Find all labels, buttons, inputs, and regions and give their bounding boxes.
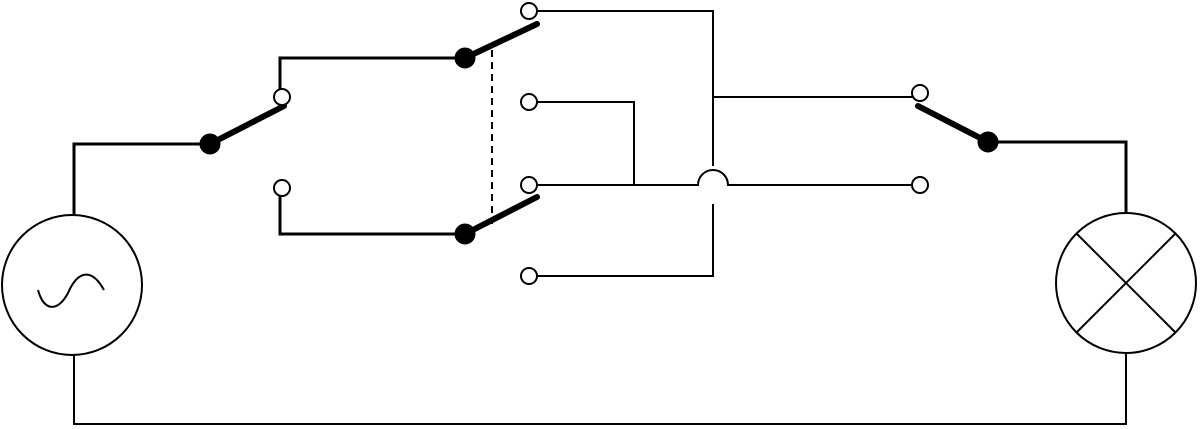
switch-3-lever: [915, 103, 991, 145]
wire-switch-3-to-lamp: [988, 140, 1128, 214]
lamp-cross-icon: [1075, 232, 1177, 334]
wire-s2-1a-to-junction: [536, 10, 714, 166]
switch-1-contact-upper: [273, 88, 291, 106]
switch-2: [454, 2, 540, 285]
wire-s2-1b-to-2a: [536, 101, 635, 186]
switch-2-contact-2a: [520, 176, 538, 194]
switch-2-pivot-2: [454, 223, 476, 245]
switch-1-contact-lower: [273, 179, 291, 197]
wire-s1-lower-to-s2-pole-2: [278, 196, 465, 236]
switch-1-pivot: [199, 133, 221, 155]
switch-2-lever-1: [462, 21, 540, 61]
switch-2-contact-2b: [520, 267, 538, 285]
return-wire: [73, 351, 1127, 425]
switch-2-contact-1a: [520, 2, 538, 20]
wire-source-to-switch-1: [72, 142, 210, 215]
ac-source: [1, 214, 143, 356]
switch-1: [199, 88, 291, 197]
wire-s1-upper-to-s2-pole-1: [278, 56, 465, 89]
switch-2-lever-2: [462, 194, 540, 237]
switch-3-contact-lower: [911, 176, 929, 194]
wire-s2-2a-to-s3-lower: [536, 169, 913, 186]
switch-3-contact-upper: [911, 84, 929, 102]
switch-2-pivot-1: [454, 47, 476, 69]
sine-wave-icon: [37, 273, 105, 308]
wire-junction-to-s2-2b: [536, 204, 714, 277]
switch-1-lever: [207, 103, 287, 147]
lamp: [1055, 212, 1197, 354]
switch-2-contact-1b: [520, 93, 538, 111]
switch-3: [911, 84, 999, 194]
